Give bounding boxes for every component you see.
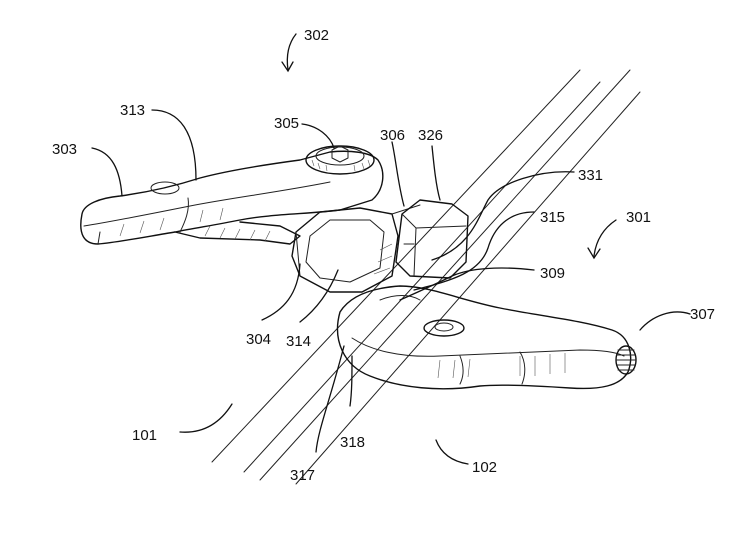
leader-lines — [91, 109, 691, 465]
label-305: 305 — [274, 115, 299, 132]
label-309: 309 — [540, 265, 565, 282]
label-326: 326 — [418, 127, 443, 144]
label-303: 303 — [52, 141, 77, 158]
label-307: 307 — [690, 306, 715, 323]
label-101: 101 — [132, 427, 157, 444]
arrows — [281, 33, 617, 260]
label-318: 318 — [340, 434, 365, 451]
label-306: 306 — [380, 127, 405, 144]
label-302: 302 — [304, 27, 329, 44]
label-317: 317 — [290, 467, 315, 484]
label-313: 313 — [120, 102, 145, 119]
block-326 — [395, 199, 469, 279]
lower-clamp-arm — [336, 285, 637, 390]
reference-labels: 302 313 305 306 326 303 331 301 315 309 … — [52, 27, 715, 484]
central-body — [291, 204, 421, 293]
label-102: 102 — [472, 459, 497, 476]
rail-lines — [211, 69, 641, 485]
label-301: 301 — [626, 209, 651, 226]
label-315: 315 — [540, 209, 565, 226]
label-331: 331 — [578, 167, 603, 184]
upper-clamp-arm — [80, 145, 384, 245]
label-304: 304 — [246, 331, 271, 348]
label-314: 314 — [286, 333, 311, 350]
